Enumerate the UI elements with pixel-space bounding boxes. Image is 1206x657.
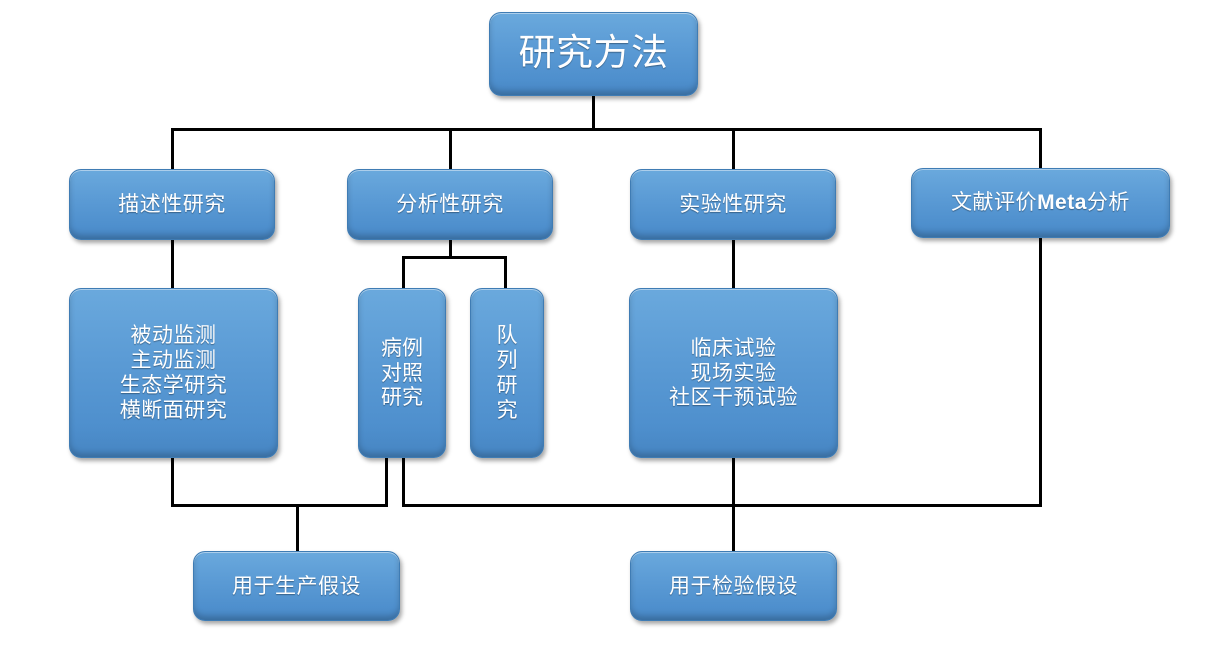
connector-drop-case-control [402, 256, 405, 289]
experimental-method-3: 社区干预试验 [669, 385, 798, 410]
connector-bottom-right-bus [402, 504, 1042, 507]
cohort-line-1: 队 [496, 323, 518, 348]
node-cohort-study[interactable]: 队 列 研 究 [470, 288, 544, 458]
node-test-hypothesis-label: 用于检验假设 [669, 573, 798, 598]
node-literature-meta-analysis[interactable]: 文献评价Meta分析 [911, 168, 1170, 238]
connector-main-bus [171, 128, 1042, 131]
node-root-research-methods[interactable]: 研究方法 [489, 12, 698, 96]
connector-experimental-to-methods [732, 239, 735, 289]
node-descriptive-research[interactable]: 描述性研究 [69, 169, 275, 240]
node-case-control-study[interactable]: 病例 对照 研究 [358, 288, 446, 458]
cohort-line-4: 究 [496, 397, 518, 422]
node-descriptive-methods[interactable]: 被动监测 主动监测 生态学研究 横断面研究 [69, 288, 278, 458]
connector-to-generate-hypothesis [296, 504, 299, 552]
descriptive-method-4: 横断面研究 [119, 397, 228, 422]
connector-drop-meta [1039, 128, 1042, 172]
node-experimental-research[interactable]: 实验性研究 [630, 169, 836, 240]
connector-meta-down [1039, 237, 1042, 505]
case-control-line-1: 病例 [381, 335, 423, 360]
node-analytical-research-label: 分析性研究 [396, 192, 504, 217]
connector-drop-analytical [449, 128, 452, 172]
connector-experimental-methods-down [732, 457, 735, 505]
node-literature-meta-analysis-label: 文献评价Meta分析 [951, 190, 1130, 215]
experimental-method-1: 临床试验 [690, 335, 777, 360]
connector-case-control-down [385, 457, 388, 505]
descriptive-method-2: 主动监测 [130, 348, 217, 373]
connector-to-test-hypothesis [732, 504, 735, 552]
node-test-hypothesis[interactable]: 用于检验假设 [630, 551, 837, 621]
node-analytical-research[interactable]: 分析性研究 [347, 169, 553, 240]
descriptive-method-3: 生态学研究 [119, 373, 228, 397]
node-generate-hypothesis[interactable]: 用于生产假设 [193, 551, 400, 621]
descriptive-method-1: 被动监测 [130, 323, 217, 348]
case-control-line-3: 研究 [381, 385, 423, 410]
experimental-method-2: 现场实验 [690, 360, 777, 385]
connector-drop-experimental [732, 128, 735, 172]
connector-bottom-left-bus [171, 504, 388, 507]
connector-descriptive-methods-down [171, 457, 174, 505]
node-root-label: 研究方法 [518, 33, 669, 75]
cohort-line-2: 列 [496, 348, 518, 373]
node-experimental-research-label: 实验性研究 [679, 192, 787, 217]
connector-cohort-down [402, 457, 405, 505]
connector-drop-descriptive [171, 128, 174, 172]
node-experimental-methods[interactable]: 临床试验 现场实验 社区干预试验 [629, 288, 838, 458]
node-generate-hypothesis-label: 用于生产假设 [232, 573, 361, 598]
connector-drop-cohort [504, 256, 507, 289]
cohort-line-3: 研 [496, 373, 518, 397]
case-control-line-2: 对照 [381, 360, 423, 385]
connector-analytical-bus [402, 256, 507, 259]
connector-root-stem [592, 95, 595, 131]
connector-analytical-stem [449, 239, 452, 257]
connector-descriptive-to-methods [171, 239, 174, 289]
node-descriptive-research-label: 描述性研究 [118, 192, 226, 217]
